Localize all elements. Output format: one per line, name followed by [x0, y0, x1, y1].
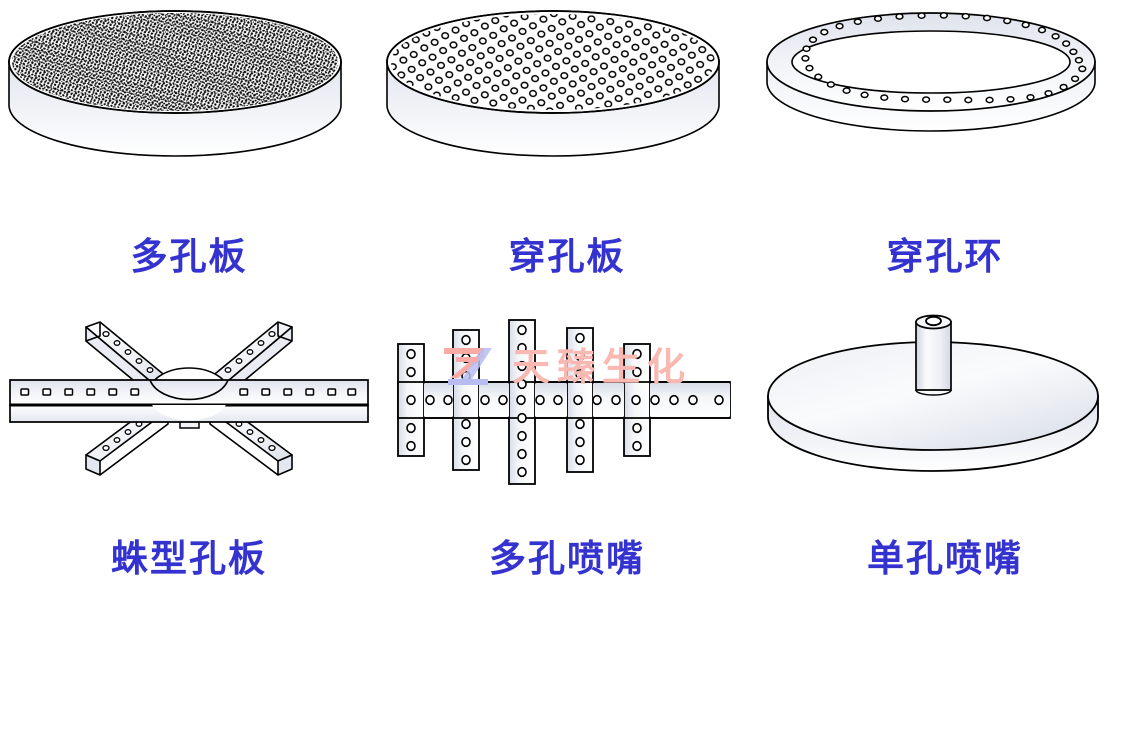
perforated-ring-illustration: [756, 0, 1134, 200]
spider-plate-illustration: [0, 300, 378, 515]
ring-hole-group: [801, 12, 1087, 104]
item-spider-plate: 蛛型孔板: [0, 300, 378, 600]
single-orifice: [925, 315, 942, 327]
spider-bar-holes: [20, 388, 357, 396]
perforated-plate-illustration: [378, 0, 756, 200]
item-perforated-ring: 穿孔环: [756, 0, 1134, 300]
item-perforated-plate: 穿孔板: [378, 0, 756, 300]
spider-arm-holes: [102, 330, 276, 452]
perforated-plate-label: 穿孔板: [508, 235, 626, 278]
single-hole-nozzle-illustration: [756, 300, 1134, 515]
item-multi-hole-nozzle: 多孔喷嘴: [378, 300, 756, 600]
branch-holes: [406, 324, 642, 478]
multi-hole-nozzle-label: 多孔喷嘴: [489, 537, 645, 580]
multi-hole-nozzle-illustration: [378, 300, 756, 515]
manifold-holes: [406, 394, 724, 406]
spider-plate-label: 蛛型孔板: [111, 537, 267, 580]
item-single-hole-nozzle: 单孔喷嘴: [756, 300, 1134, 600]
porous-plate-label: 多孔板: [130, 235, 248, 278]
item-porous-plate: 多孔板: [0, 0, 378, 300]
single-hole-nozzle-label: 单孔喷嘴: [867, 537, 1023, 580]
porous-plate-illustration: [0, 0, 378, 200]
perforated-ring-label: 穿孔环: [886, 235, 1004, 278]
